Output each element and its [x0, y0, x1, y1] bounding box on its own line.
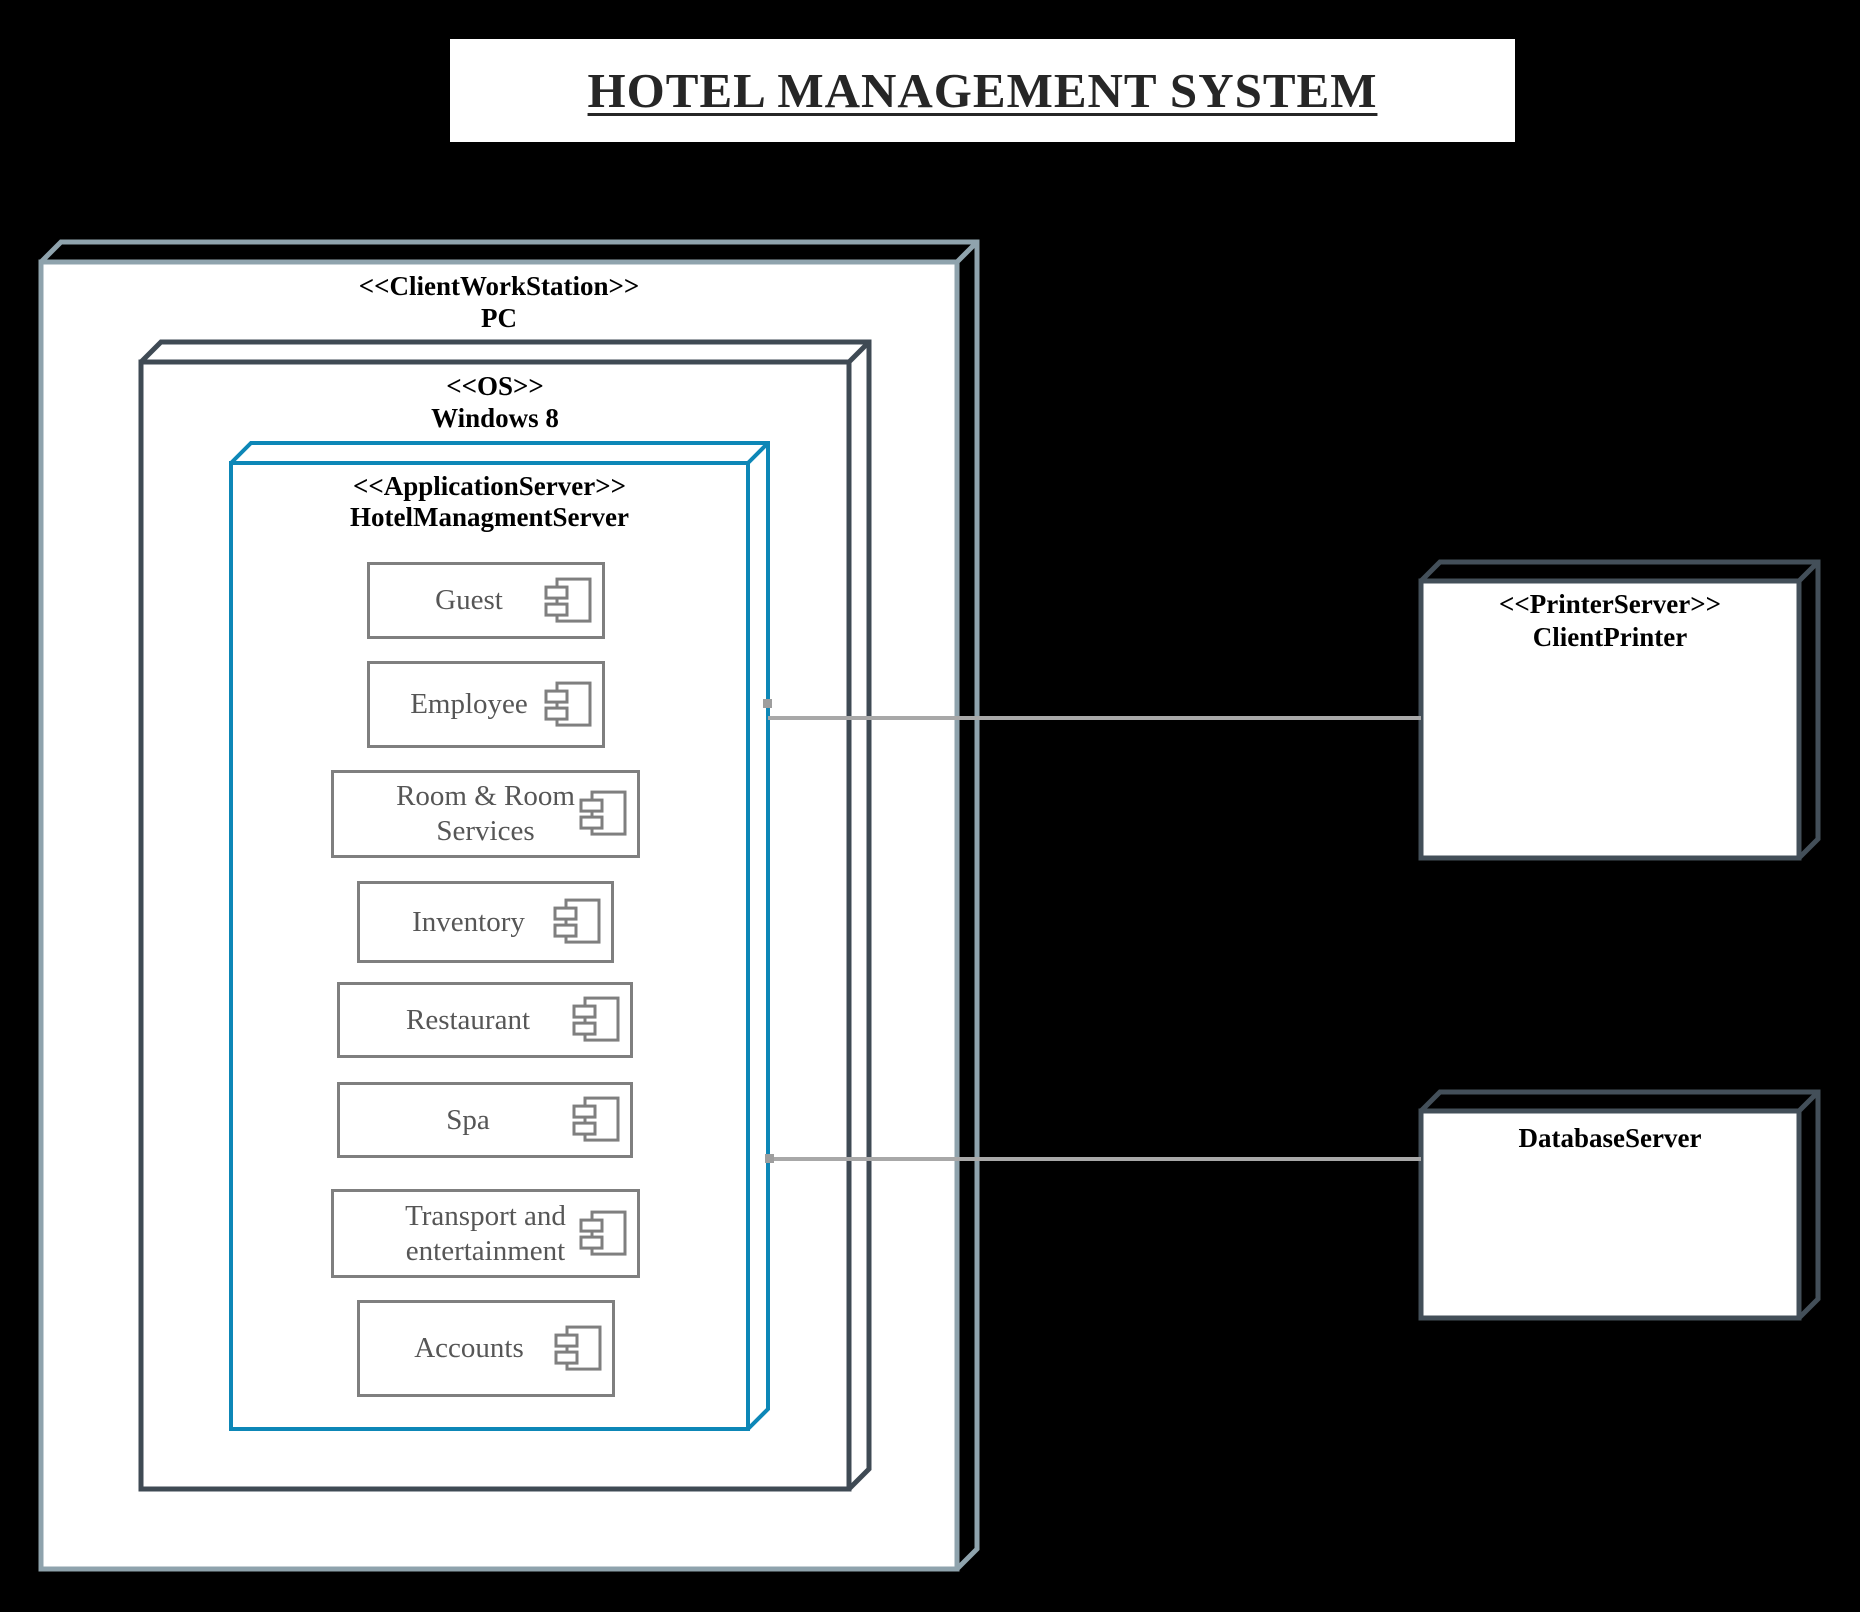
- component-label: Transport and entertainment: [405, 1199, 566, 1267]
- component-label: Room & Room Services: [396, 780, 575, 847]
- component-label: Accounts: [414, 1332, 524, 1364]
- component-accounts: Accounts: [357, 1300, 615, 1397]
- component-icon: [544, 577, 592, 623]
- component-inventory: Inventory: [357, 881, 614, 963]
- node-shape-printer-server: [1418, 559, 1821, 861]
- connector-appserver-database: [765, 1154, 1421, 1163]
- component-label: Employee: [410, 688, 528, 720]
- connector-endpoint-square: [763, 699, 772, 708]
- component-label: Spa: [446, 1103, 490, 1136]
- component-transport-entertainment: Transport and entertainment: [331, 1189, 640, 1278]
- connector-appserver-printer: [763, 699, 1421, 720]
- connector-endpoint-square: [765, 1154, 774, 1163]
- component-spa: Spa: [337, 1082, 633, 1158]
- component-icon: [544, 681, 592, 727]
- component-icon: [572, 1096, 620, 1142]
- component-icon: [553, 898, 601, 944]
- component-icon: [572, 996, 620, 1042]
- component-guest: Guest: [367, 562, 605, 639]
- component-employee: Employee: [367, 661, 605, 748]
- component-restaurant: Restaurant: [337, 982, 633, 1058]
- component-icon: [579, 790, 627, 836]
- component-icon: [554, 1325, 602, 1371]
- component-icon: [579, 1210, 627, 1256]
- component-label: Guest: [435, 584, 503, 616]
- component-room-services: Room & Room Services: [331, 770, 640, 858]
- component-label: Inventory: [412, 905, 525, 938]
- diagram-title: HOTEL MANAGEMENT SYSTEM: [587, 63, 1378, 118]
- node-shape-database-server: [1418, 1089, 1821, 1321]
- component-label: Restaurant: [405, 1003, 530, 1036]
- diagram-title-box: HOTEL MANAGEMENT SYSTEM: [450, 39, 1515, 142]
